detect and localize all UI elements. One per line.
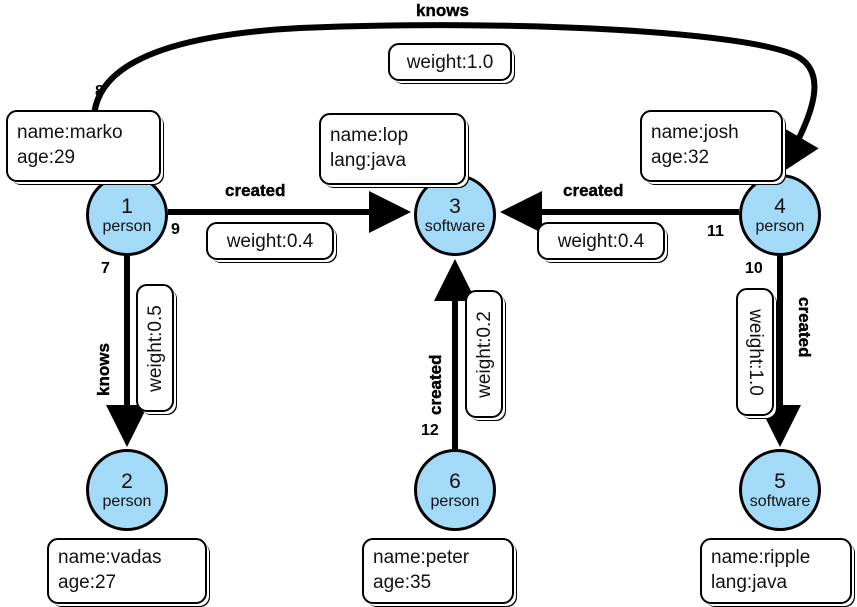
node-1-label: person (102, 217, 152, 235)
edge-knows-left-weight-text: weight:0.5 (144, 304, 166, 392)
node-6-label: person (430, 492, 480, 510)
node-1-prop-age: age:29 (17, 146, 76, 168)
edge-created-right-label: created (563, 181, 624, 200)
node-4-prop-age: age:32 (651, 146, 710, 168)
node-3-id: 3 (449, 194, 461, 218)
edge-created-center-label: created (426, 354, 445, 415)
node-5-properties: name:ripple lang:java (700, 538, 852, 604)
edge-created-rightcol-label: created (795, 297, 814, 358)
edge-knows-left-weight: weight:0.5 (136, 284, 174, 412)
edge-created-left-label: created (225, 181, 286, 200)
node-2-prop-age: age:27 (58, 571, 117, 593)
node-4-id: 4 (774, 194, 786, 218)
node-4-label: person (755, 217, 805, 235)
node-2-id: 2 (121, 469, 133, 493)
node-6-prop-age: age:35 (373, 571, 432, 593)
edge-created-center-weight: weight:0.2 (465, 290, 503, 418)
edge-created-left-weight-text: weight:0.4 (226, 230, 314, 252)
edge-id-11: 11 (707, 223, 724, 240)
node-4-properties: name:josh age:32 (640, 110, 783, 182)
node-3-label: software (424, 217, 486, 235)
edge-knows-top-weight-text: weight:1.0 (406, 51, 494, 73)
edge-id-8: 8 (95, 83, 104, 100)
node-3-prop-name: name:lop (330, 125, 409, 147)
edge-knows-top-weight: weight:1.0 (388, 43, 512, 81)
edge-created-right-weight: weight:0.4 (537, 222, 665, 260)
node-1-properties: name:marko age:29 (6, 110, 161, 182)
node-5-label: software (749, 492, 811, 510)
edge-id-9: 9 (171, 221, 180, 238)
node-6-prop-name: name:peter (373, 547, 470, 569)
node-2[interactable]: 2 person (86, 449, 168, 531)
edge-created-rightcol-weight: weight:1.0 (736, 288, 774, 416)
edge-knows-left-label: knows (94, 343, 113, 396)
node-6-id: 6 (449, 469, 461, 493)
node-4-prop-name: name:josh (651, 122, 739, 144)
node-2-label: person (102, 492, 152, 510)
edge-path-knows-1-4 (90, 22, 819, 175)
edge-id-10: 10 (745, 260, 763, 277)
node-5[interactable]: 5 software (739, 449, 821, 531)
node-1-id: 1 (121, 194, 133, 218)
edge-created-left-weight: weight:0.4 (206, 222, 334, 260)
edge-created-rightcol-weight-text: weight:1.0 (744, 308, 766, 396)
node-3[interactable]: 3 software (414, 174, 496, 256)
node-5-prop-name: name:ripple (711, 547, 811, 569)
node-1[interactable]: 1 person (86, 174, 168, 256)
node-1-prop-name: name:marko (17, 122, 123, 144)
node-4[interactable]: 4 person (739, 174, 821, 256)
node-5-prop-lang: lang:java (711, 571, 788, 593)
node-2-properties: name:vadas age:27 (47, 538, 207, 604)
edge-id-7: 7 (101, 260, 110, 277)
node-3-properties: name:lop lang:java (319, 113, 466, 185)
edge-knows-top-label: knows (416, 1, 469, 20)
node-5-id: 5 (774, 469, 786, 493)
edge-created-center-weight-text: weight:0.2 (473, 310, 495, 398)
node-6[interactable]: 6 person (414, 449, 496, 531)
node-2-prop-name: name:vadas (58, 547, 162, 569)
edge-id-12: 12 (421, 422, 439, 439)
edge-created-right-weight-text: weight:0.4 (557, 230, 645, 252)
node-3-prop-lang: lang:java (330, 149, 407, 171)
node-6-properties: name:peter age:35 (362, 538, 514, 604)
